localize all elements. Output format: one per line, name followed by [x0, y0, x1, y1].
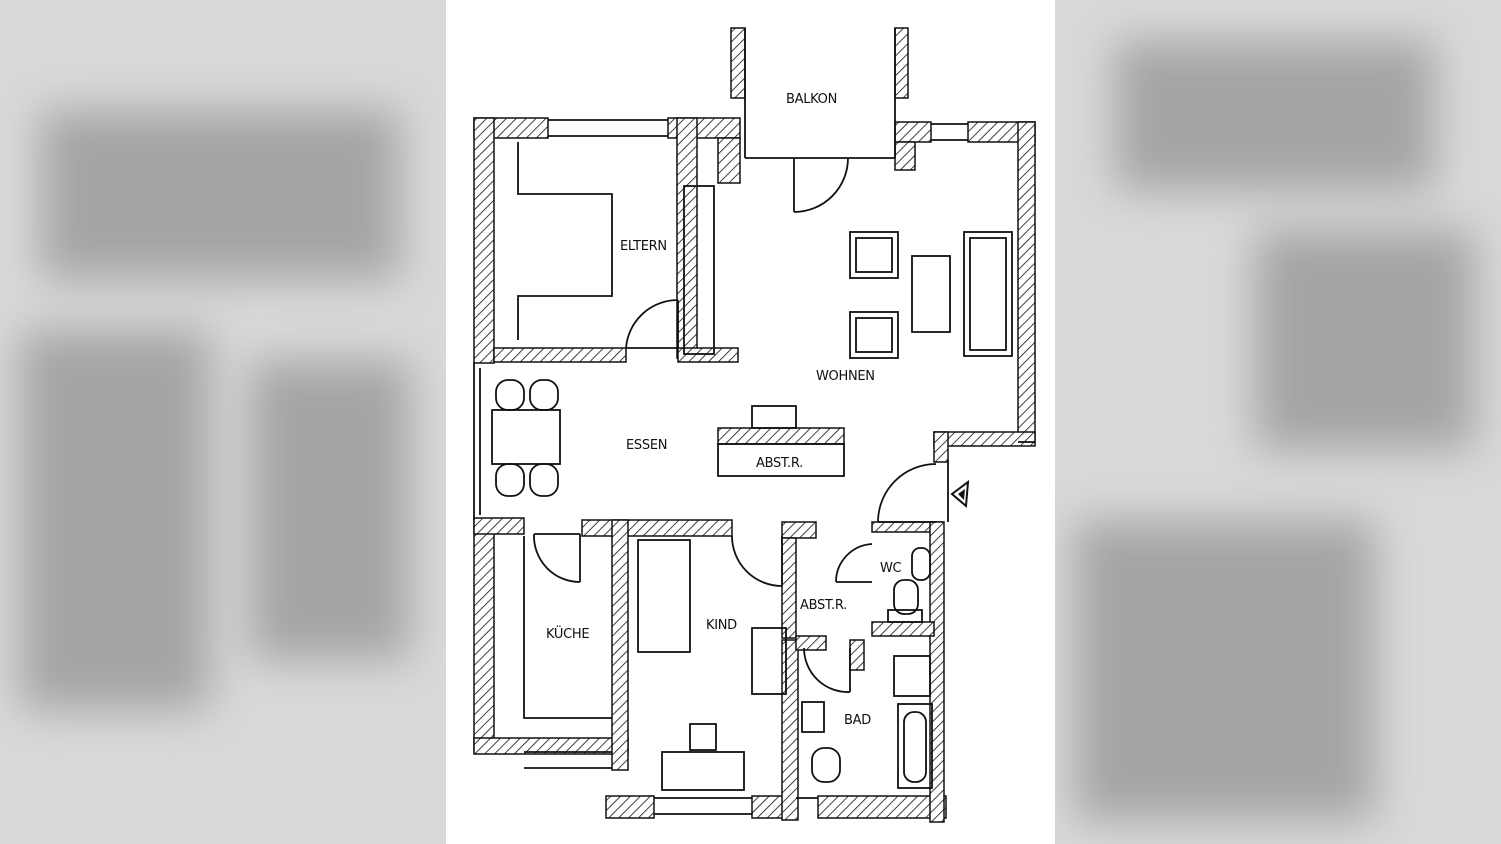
walls — [473, 27, 1036, 823]
door-swings — [533, 157, 937, 693]
room-label-abstr-n: ABST.R. — [756, 456, 803, 471]
room-label-essen: ESSEN — [626, 438, 667, 453]
room-label-balkon: BALKON — [786, 92, 837, 107]
floor-plan-sheet: BALKON ELTERN WOHNEN ESSEN ABST.R. KÜCHE… — [446, 0, 1055, 844]
left-blurred-backdrop — [0, 0, 446, 844]
room-label-abstr-r: ABST.R. — [800, 598, 847, 613]
room-label-eltern: ELTERN — [620, 239, 667, 254]
room-label-wc: WC — [880, 561, 902, 576]
right-blurred-backdrop — [1055, 0, 1501, 844]
room-label-kueche: KÜCHE — [546, 625, 589, 642]
entrance-triangle-icon — [950, 479, 970, 509]
room-label-kind: KIND — [706, 618, 737, 633]
room-label-wohnen: WOHNEN — [816, 369, 875, 384]
outlines — [473, 28, 1035, 815]
room-labels: BALKON ELTERN WOHNEN ESSEN ABST.R. KÜCHE… — [546, 92, 902, 728]
room-label-bad: BAD — [844, 713, 871, 728]
floor-plan: BALKON ELTERN WOHNEN ESSEN ABST.R. KÜCHE… — [473, 27, 1036, 823]
